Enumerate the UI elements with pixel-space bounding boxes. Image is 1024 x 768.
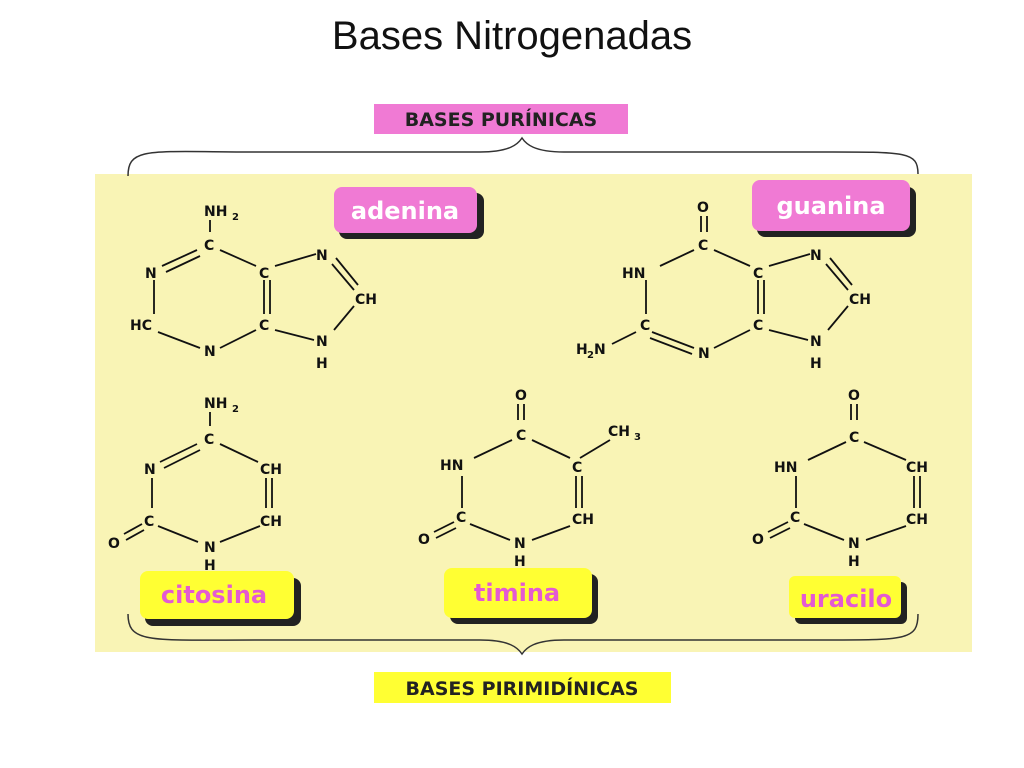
timina-name: timina: [474, 579, 560, 607]
uracilo-atom-n: N: [848, 536, 860, 552]
uracilo-atom-o2: O: [752, 532, 764, 548]
citosina-atom-h: H: [204, 558, 216, 574]
adenina-label: adenina: [334, 187, 484, 239]
citosina-atom-c2: C: [144, 514, 154, 530]
timina-atom-n: N: [514, 536, 526, 552]
timina-label: timina: [444, 568, 598, 624]
citosina-atom-nh: NH: [204, 396, 227, 412]
uracilo-structure: [767, 404, 921, 541]
guanina-atom-n1: N: [810, 248, 822, 264]
guanina-atom-h2n-sub: 2: [587, 350, 594, 361]
uracilo-name: uracilo: [800, 585, 892, 613]
timina-atom-h: H: [514, 554, 526, 570]
adenina-atom-c2: C: [259, 266, 269, 282]
guanina-atom-hn: HN: [622, 266, 645, 282]
guanina-atom-ch: CH: [849, 292, 871, 308]
adenina-atom-ch: CH: [355, 292, 377, 308]
adenina-atom-sub: 2: [232, 212, 239, 223]
uracilo-atom-ch2: CH: [906, 512, 928, 528]
citosina-atom-ch2: CH: [260, 514, 282, 530]
uracilo-atom-c2: C: [790, 510, 800, 526]
uracilo-atom-hn: HN: [774, 460, 797, 476]
uracilo-atom-o1: O: [848, 388, 860, 404]
timina-atom-o2: O: [418, 532, 430, 548]
pyrimidines-brace: [127, 613, 919, 656]
guanina-name: guanina: [776, 192, 885, 220]
adenina-atom-n5: N: [316, 334, 328, 350]
adenina-atom-n1: N: [145, 266, 157, 282]
citosina-structure: [123, 412, 273, 543]
guanina-atom-n3: N: [810, 334, 822, 350]
timina-atom-ch2: CH: [572, 512, 594, 528]
adenina-atom-c1: C: [204, 238, 214, 254]
timina-atom-sub: 3: [634, 432, 641, 443]
guanina-atom-n2: N: [698, 346, 710, 362]
purines-brace: [127, 136, 919, 177]
guanina-atom-c3: C: [640, 318, 650, 334]
timina-atom-c3: C: [456, 510, 466, 526]
adenina-structure: [153, 220, 359, 349]
slide-title: Bases Nitrogenadas: [331, 14, 693, 58]
purines-section-text: BASES PURÍNICAS: [405, 108, 598, 131]
uracilo-atom-ch1: CH: [906, 460, 928, 476]
adenina-atom-n3: N: [316, 248, 328, 264]
guanina-atom-h2n-n: N: [594, 342, 606, 358]
pyrimidines-section-label: BASES PIRIMIDÍNICAS: [374, 672, 671, 703]
guanina-atom-h: H: [810, 356, 822, 372]
citosina-atom-c1: C: [204, 432, 214, 448]
purines-section-label: BASES PURÍNICAS: [374, 104, 628, 134]
adenina-atom-n4: N: [204, 344, 216, 360]
guanina-atom-c1: C: [698, 238, 708, 254]
uracilo-atom-c1: C: [849, 430, 859, 446]
guanina-atom-c4: C: [753, 318, 763, 334]
citosina-label: citosina: [140, 571, 301, 626]
citosina-atom-n1: N: [144, 462, 156, 478]
adenina-atom-c3: C: [259, 318, 269, 334]
citosina-atom-o: O: [108, 536, 120, 552]
citosina-atom-ch1: CH: [260, 462, 282, 478]
guanina-structure: [611, 216, 853, 355]
citosina-atom-sub: 2: [232, 404, 239, 415]
timina-structure: [433, 404, 611, 541]
timina-atom-c1: C: [516, 428, 526, 444]
citosina-atom-n2: N: [204, 540, 216, 556]
citosina-name: citosina: [161, 581, 267, 609]
adenina-name: adenina: [351, 197, 459, 225]
guanina-atom-h2n-h: H: [576, 342, 588, 358]
guanina-atom-c2: C: [753, 266, 763, 282]
uracilo-atom-h: H: [848, 554, 860, 570]
uracilo-label: uracilo: [789, 576, 907, 624]
adenina-atom-hc: HC: [130, 318, 152, 334]
timina-atom-hn: HN: [440, 458, 463, 474]
timina-atom-o1: O: [515, 388, 527, 404]
adenina-atom-h: H: [316, 356, 328, 372]
timina-atom-ch: CH: [608, 424, 630, 440]
guanina-atom-o: O: [697, 200, 709, 216]
adenina-atom-nh: NH: [204, 204, 227, 220]
timina-atom-c2: C: [572, 460, 582, 476]
pyrimidines-section-text: BASES PIRIMIDÍNICAS: [406, 677, 639, 700]
guanina-label: guanina: [752, 180, 916, 237]
